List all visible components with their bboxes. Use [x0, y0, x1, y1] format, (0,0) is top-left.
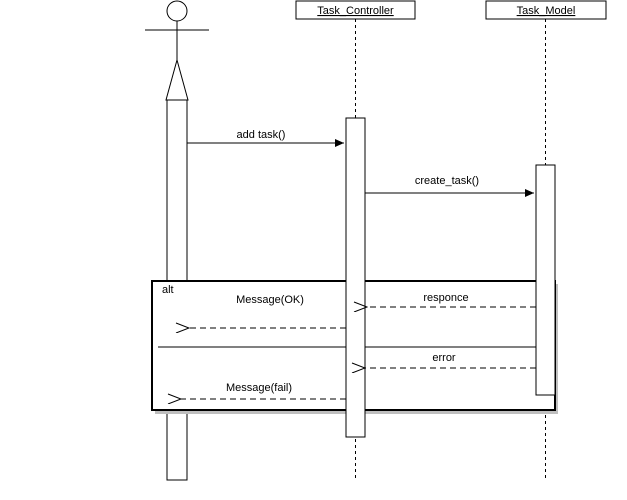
participant-label: Task_Controller — [317, 5, 394, 17]
alt-fragment-operator: alt — [162, 284, 174, 296]
controller-activation-bar — [345, 117, 366, 438]
participant-task-model: Task_Model — [485, 0, 607, 20]
message-add-task: add task() — [187, 129, 344, 147]
return-error: error — [365, 352, 536, 368]
message-label: add task() — [237, 129, 286, 141]
return-message-fail: Message(fail) — [181, 382, 346, 399]
model-activation-bar — [535, 164, 556, 396]
message-label: create_task() — [415, 175, 479, 187]
return-label: Message(OK) — [236, 294, 304, 306]
actor — [145, 0, 209, 101]
actor-head — [166, 0, 188, 22]
return-label: responce — [423, 292, 468, 304]
return-label: Message(fail) — [226, 382, 292, 394]
return-label: error — [432, 352, 456, 364]
actor-legs — [165, 58, 189, 101]
participant-task-controller: Task_Controller — [295, 0, 416, 20]
return-message-ok: Message(OK) — [189, 294, 346, 328]
participant-label: Task_Model — [517, 5, 576, 17]
message-create-task: create_task() — [365, 175, 534, 197]
return-responce: responce — [367, 292, 536, 307]
